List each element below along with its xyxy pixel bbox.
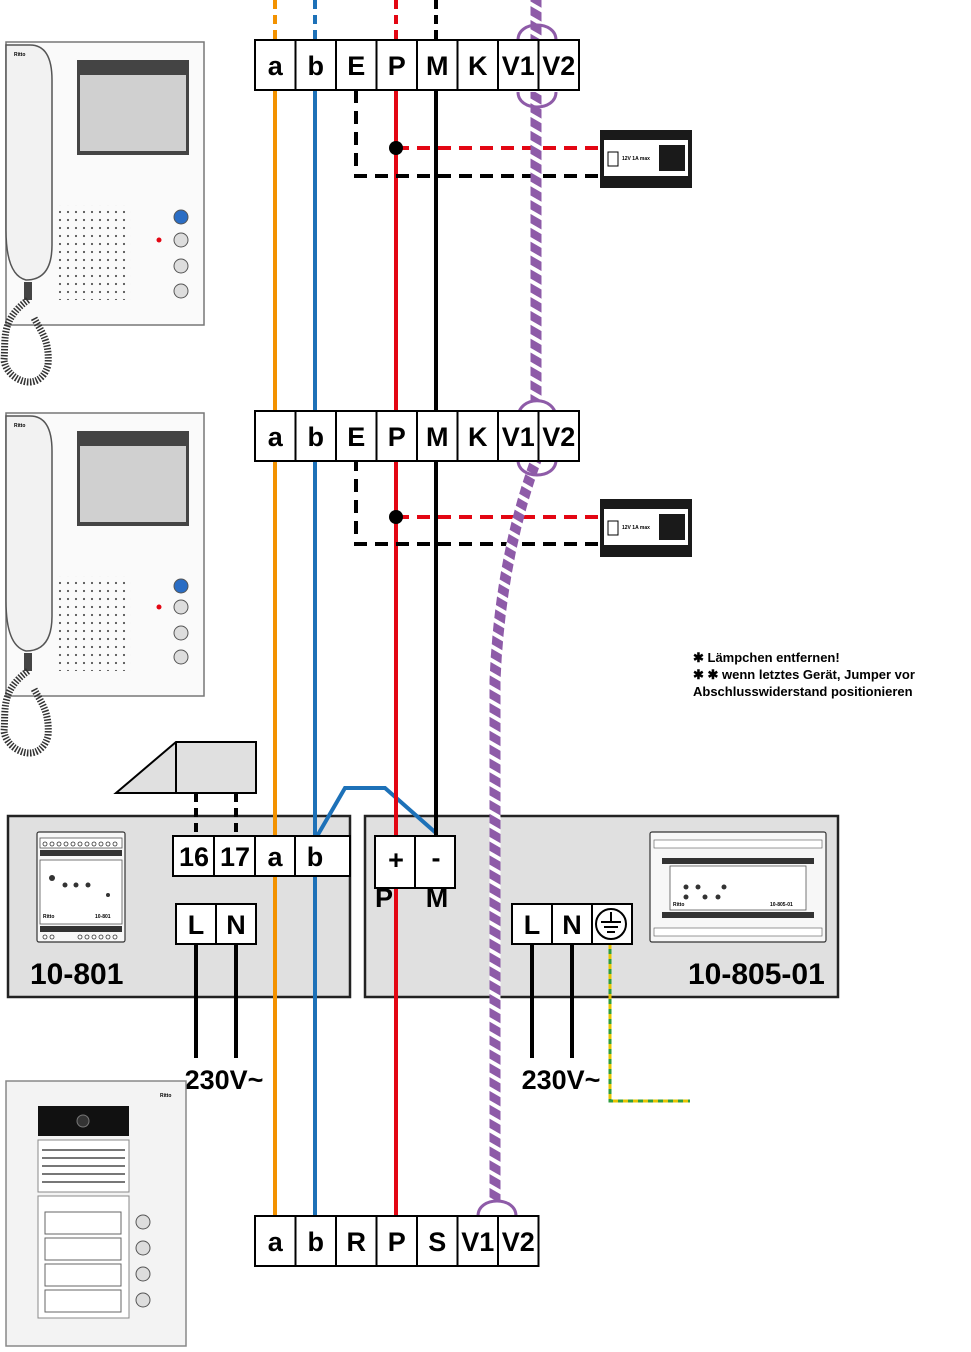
key-button-icon[interactable] [173,209,189,225]
controller-din-model: 10-801 [95,914,111,920]
key-button-icon[interactable] [173,578,189,594]
terminal-minus: - [432,843,441,873]
earth-symbol-icon [595,908,627,940]
controller-din-brand: Ritto [43,914,54,920]
light-button-icon[interactable] [173,283,189,299]
terminal-v1: V1 [461,1227,494,1257]
bell-button[interactable] [135,1240,151,1256]
terminal-17: 17 [220,842,250,872]
terminal-16: 16 [179,842,209,872]
terminal-n: N [226,910,246,940]
psu-terminals: + - P M L N 10-805-01 [374,835,825,991]
controller-din-module: Ritto 10-801 [36,831,126,943]
intercom-button-icon[interactable] [173,232,189,248]
terminal-v1: V1 [502,51,535,81]
terminal-b: b [308,1227,325,1257]
psu-din-brand: Ritto [673,902,684,908]
relay-module-1: 12V 1A max [600,130,692,188]
camera-button-icon[interactable] [173,625,189,641]
bell-button[interactable] [135,1292,151,1308]
terminal-k: K [468,422,488,452]
monitor-brand: Ritto [14,423,25,429]
relay-module-2: 12V 1A max [600,499,692,557]
door-station-brand: Ritto [160,1093,171,1099]
mains-label-controller: 230V~ [185,1065,264,1095]
psu-label: 10-805-01 [688,958,825,991]
door-opener [113,741,257,794]
terminal-e: E [347,51,365,81]
terminal-m: M [426,422,449,452]
note-jumper: ✱ ✱ wenn letztes Gerät, Jumper vor [693,667,915,682]
video-monitor-2: Ritto [0,412,205,757]
terminal-b: b [308,51,325,81]
terminal-strip-frame [254,1215,540,1267]
terminal-b: b [307,842,324,872]
light-button-icon[interactable] [173,649,189,665]
terminal-n: N [562,910,582,940]
psu-din-module: Ritto 10-805-01 [649,831,827,943]
relay-rating: 12V 1A max [622,525,650,531]
wires [194,0,690,1217]
terminal-plus: + [388,845,404,875]
terminal-k: K [468,51,488,81]
notes: ✱ Lämpchen entfernen! ✱ ✱ wenn letztes G… [693,649,968,700]
relay-rating: 12V 1A max [622,156,650,162]
note-resistor: Abschlusswiderstand positionieren [693,684,913,699]
video-monitor-1: Ritto [0,41,205,386]
terminal-v1: V1 [502,422,535,452]
terminal-b: b [308,422,325,452]
terminal-l: L [524,910,541,940]
monitor-brand: Ritto [14,52,25,58]
intercom-button-icon[interactable] [173,599,189,615]
bell-button[interactable] [135,1214,151,1230]
psu-din-model: 10-805-01 [770,902,793,908]
terminal-l: L [188,910,205,940]
terminal-v2: V2 [542,422,575,452]
mains-label-psu: 230V~ [522,1065,601,1095]
note-remove-bulb: ✱ Lämpchen entfernen! [693,650,840,665]
camera-lens-icon [76,1114,90,1128]
wire-twisted-pair [489,0,542,1200]
door-station: Ritto [5,1080,187,1347]
terminal-v2: V2 [542,51,575,81]
terminal-a: a [268,1227,284,1257]
terminal-a: a [268,422,284,452]
terminal-p: P [388,422,406,452]
terminal-m: M [426,51,449,81]
camera-button-icon[interactable] [173,258,189,274]
terminal-a: a [267,842,283,872]
terminal-p: P [388,51,406,81]
bell-button[interactable] [135,1266,151,1282]
terminal-r: R [347,1227,367,1257]
terminal-e: E [347,422,365,452]
label-m: M [426,883,449,913]
terminal-s: S [428,1227,446,1257]
controller-terminals: 16 17 a b L N 10-801 [30,835,351,991]
terminal-a: a [268,51,284,81]
wire-b-jumper [314,786,438,840]
label-p: P [375,883,393,913]
terminal-v2: V2 [502,1227,535,1257]
terminal-p: P [388,1227,406,1257]
controller-label: 10-801 [30,958,123,991]
